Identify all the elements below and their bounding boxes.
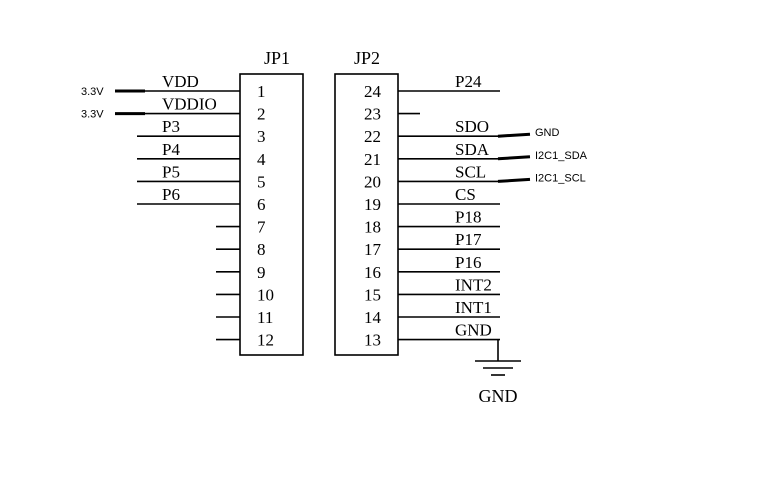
jp2-pin-22-net-label: GND	[535, 127, 560, 139]
jp2-pin-21-label: SDA	[455, 140, 490, 159]
jp2-pin-20-net-label: I2C1_SCL	[535, 172, 586, 184]
jp1-pin-1-number: 1	[257, 82, 266, 101]
jp2-pin-19-label: CS	[455, 185, 476, 204]
jp1-pin-6-number: 6	[257, 195, 266, 214]
jp1-pin-2-net-label: 3.3V	[81, 109, 104, 121]
jp1-pins: 1 VDD 3.3V 2 VDDIO 3.3V 3 P3 4 P4 5 P5 6 P6 7 8 9 10 11 12	[81, 72, 274, 350]
jp1-pin-11-number: 11	[257, 308, 273, 327]
jp1-pin-1-net-label: 3.3V	[81, 86, 104, 98]
jp2-pin-23-number: 23	[364, 105, 381, 124]
ground-symbol	[475, 360, 521, 376]
jp2-pin-14-number: 14	[364, 308, 382, 327]
jp1-pin-5-label: P5	[162, 162, 180, 181]
jp2-pin-17-number: 17	[364, 240, 382, 259]
jp2-pin-21-net-stub	[497, 155, 531, 161]
jp2-pin-19-number: 19	[364, 195, 381, 214]
jp2-pin-13-label: GND	[455, 321, 492, 340]
jp1-pin-5-number: 5	[257, 172, 266, 191]
jp2-pin-24-number: 24	[364, 82, 382, 101]
jp1-pin-2-label: VDDIO	[162, 95, 217, 114]
jp2-pin-21-net-label: I2C1_SDA	[535, 150, 588, 162]
jp2-pin-14-label: INT1	[455, 298, 492, 317]
jp2-pin-20-net-stub	[497, 177, 531, 183]
jp1-pin-9-number: 9	[257, 263, 266, 282]
jp2-pin-22-label: SDO	[455, 117, 489, 136]
jp1-pin-8-number: 8	[257, 240, 266, 259]
jp2-pin-13-number: 13	[364, 331, 381, 350]
jp1-pin-10-number: 10	[257, 285, 274, 304]
jp1-body	[239, 73, 304, 356]
jp2-pin-18-number: 18	[364, 218, 381, 237]
jp2-pin-16-number: 16	[364, 263, 381, 282]
jp1-pin-4-label: P4	[162, 140, 180, 159]
jp1-pin-12-number: 12	[257, 331, 274, 350]
jp2-pin-20-number: 20	[364, 172, 381, 191]
jp1-pin-3-label: P3	[162, 117, 180, 136]
jp2-body	[334, 73, 399, 356]
jp2-pin-17-label: P17	[455, 230, 482, 249]
jp1-pin-7-number: 7	[257, 218, 266, 237]
jp2-title: JP2	[354, 48, 380, 68]
jp2-pin-22-net-stub	[497, 132, 531, 138]
jp2-pin-22-number: 22	[364, 127, 381, 146]
jp2-pin-18-label: P18	[455, 208, 481, 227]
jp1-pin-6-label: P6	[162, 185, 180, 204]
jp2-pins: 24 P24 23 22 SDO GND 21 SDA I2C1_SDA 20 SCL I2C1_SC…	[364, 72, 588, 350]
jp2-pin-15-number: 15	[364, 285, 381, 304]
jp2-pin-20-label: SCL	[455, 162, 486, 181]
jp1-pin-3-number: 3	[257, 127, 266, 146]
jp2-pin-21-number: 21	[364, 150, 381, 169]
jp1-pin-2-number: 2	[257, 105, 266, 124]
jp2-pin-15-label: INT2	[455, 275, 492, 294]
jp1-title: JP1	[264, 48, 290, 68]
jp1-pin-1-label: VDD	[162, 72, 199, 91]
jp2-pin-16-label: P16	[455, 253, 481, 272]
ground-label: GND	[479, 386, 518, 406]
jp2-pin-24-label: P24	[455, 72, 482, 91]
jp1-pin-4-number: 4	[257, 150, 266, 169]
